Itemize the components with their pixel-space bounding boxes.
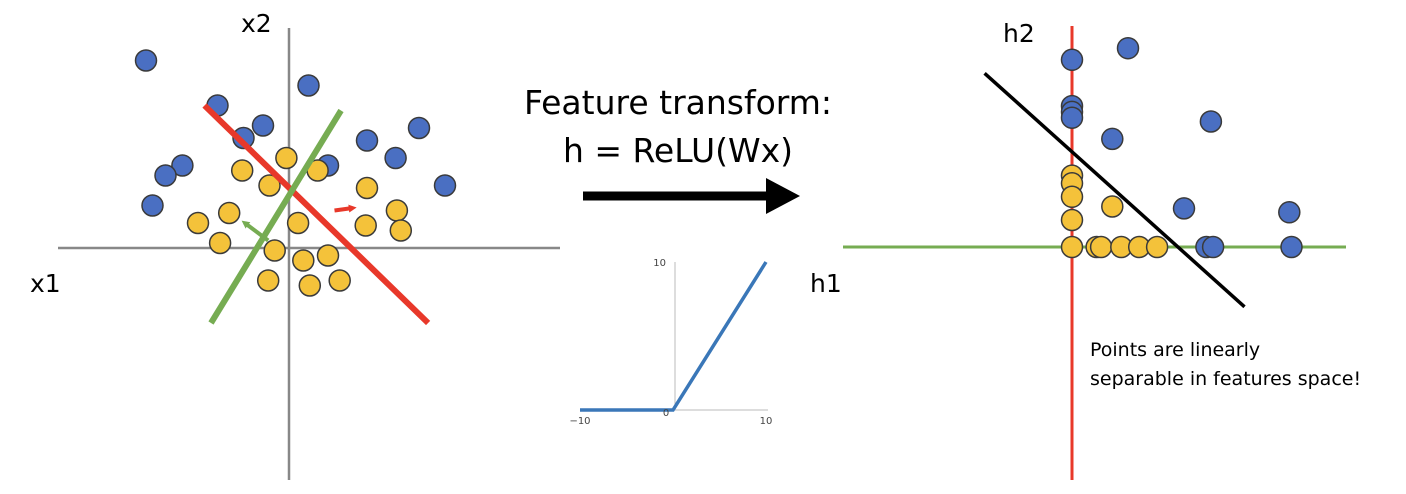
left-yellow-point-6 bbox=[385, 199, 409, 222]
left-blue-point-7 bbox=[384, 146, 407, 170]
transform-title: Feature transform: bbox=[524, 83, 832, 122]
separable-note-line2: separable in features space! bbox=[1090, 368, 1361, 390]
left-blue-point-4 bbox=[232, 126, 255, 150]
right-blue-point-10 bbox=[1201, 235, 1225, 259]
left-yellow-point-7 bbox=[186, 211, 210, 235]
relu-tick-x-zero: 0 bbox=[663, 408, 669, 419]
left-yellow-point-8 bbox=[286, 211, 310, 235]
left-blue-point-10 bbox=[154, 164, 177, 187]
left-yellow-point-17 bbox=[328, 269, 351, 292]
right-h2-label: h2 bbox=[1003, 19, 1035, 48]
right-yellow-point-2 bbox=[1060, 185, 1084, 209]
left-blue-point-6 bbox=[407, 116, 431, 140]
green-normal-arrow bbox=[241, 220, 270, 243]
left-yellow-point-11 bbox=[208, 231, 232, 255]
feature-space-plot: h1 h2 Points are linearly separable in f… bbox=[810, 19, 1361, 480]
left-x1-label: x1 bbox=[30, 269, 61, 298]
left-yellow-point-3 bbox=[258, 174, 281, 197]
relu-chart: −10 0 10 10 bbox=[569, 258, 772, 427]
transform-arrow-head bbox=[766, 178, 800, 214]
left-yellow-point-12 bbox=[263, 239, 286, 262]
transform-formula: h = ReLU(Wx) bbox=[563, 131, 793, 170]
right-blue-point-8 bbox=[1278, 201, 1301, 224]
right-blue-point-4 bbox=[1060, 106, 1084, 129]
right-yellow-point-5 bbox=[1060, 235, 1084, 259]
input-space-plot: x1 x2 bbox=[30, 9, 560, 480]
right-yellow-point-7 bbox=[1089, 235, 1113, 259]
left-yellow-point-9 bbox=[354, 214, 377, 237]
left-blue-point-12 bbox=[141, 194, 164, 217]
left-x2-label: x2 bbox=[241, 9, 272, 38]
right-blue-point-7 bbox=[1172, 197, 1196, 220]
left-yellow-point-16 bbox=[298, 274, 322, 297]
left-yellow-point-1 bbox=[230, 159, 254, 182]
left-yellow-point-5 bbox=[217, 201, 241, 225]
right-yellow-point-4 bbox=[1101, 195, 1124, 218]
linear-separator bbox=[983, 71, 1246, 309]
green-hyperplane bbox=[208, 108, 344, 325]
transform-caption: Feature transform: h = ReLU(Wx) bbox=[524, 83, 832, 214]
right-yellow-point-10 bbox=[1145, 235, 1169, 259]
relu-curve bbox=[580, 261, 768, 412]
red-normal-arrow bbox=[334, 204, 357, 213]
right-blue-point-0 bbox=[1060, 48, 1084, 72]
left-yellow-point-10 bbox=[389, 219, 413, 242]
relu-tick-x-min: −10 bbox=[569, 416, 590, 427]
relu-tick-y-max: 10 bbox=[653, 258, 666, 269]
right-blue-point-1 bbox=[1116, 36, 1140, 60]
left-yellow-point-13 bbox=[292, 249, 315, 272]
right-points bbox=[1060, 36, 1303, 259]
right-blue-point-5 bbox=[1101, 127, 1124, 151]
separable-note-line1: Points are linearly bbox=[1090, 339, 1260, 361]
right-blue-point-11 bbox=[1280, 235, 1303, 259]
left-blue-point-0 bbox=[134, 49, 158, 72]
right-h1-label: h1 bbox=[810, 269, 842, 298]
left-yellow-point-0 bbox=[275, 146, 298, 170]
left-yellow-point-4 bbox=[355, 176, 379, 200]
left-blue-point-5 bbox=[355, 129, 379, 152]
left-yellow-point-15 bbox=[256, 269, 280, 292]
relu-tick-x-max: 10 bbox=[760, 416, 773, 427]
left-blue-point-3 bbox=[251, 114, 275, 137]
left-yellow-point-14 bbox=[316, 244, 340, 267]
left-points bbox=[134, 49, 457, 297]
right-blue-point-6 bbox=[1199, 110, 1223, 133]
left-blue-point-8 bbox=[171, 154, 194, 177]
right-yellow-point-3 bbox=[1060, 208, 1084, 232]
left-blue-point-2 bbox=[297, 74, 320, 97]
red-hyperplane bbox=[202, 103, 431, 326]
left-blue-point-11 bbox=[433, 174, 457, 197]
